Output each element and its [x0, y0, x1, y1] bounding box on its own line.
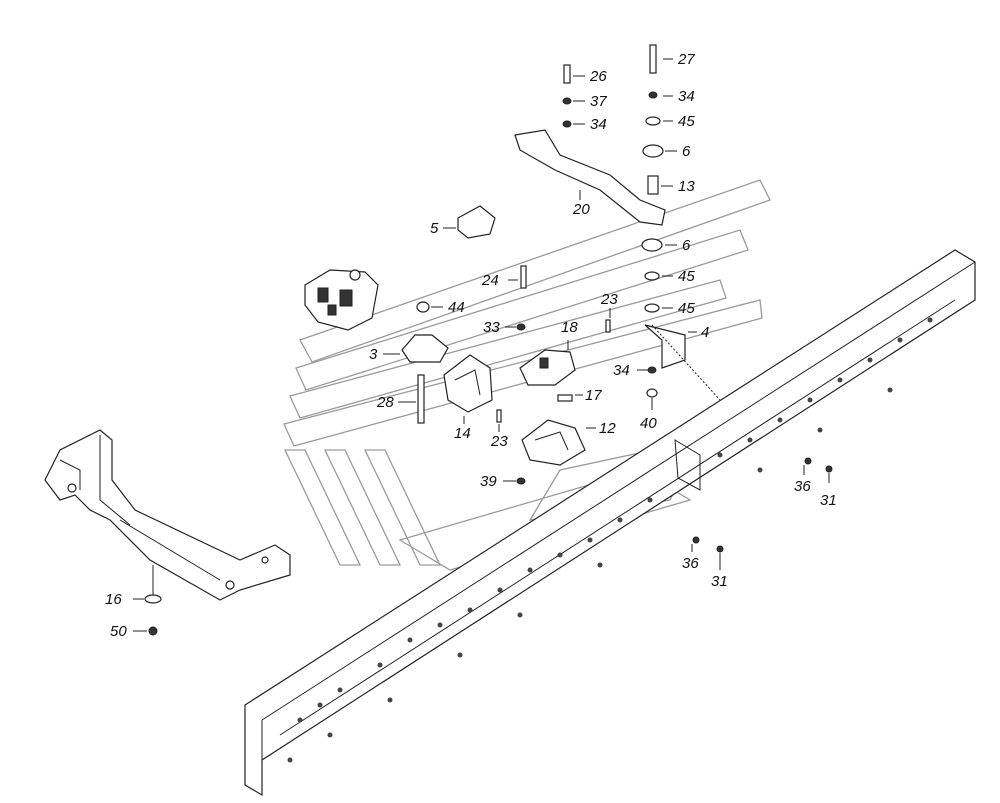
label-part-31: 31 — [711, 573, 728, 590]
label-part-23: 23 — [490, 433, 508, 450]
label-part-4: 4 — [701, 324, 709, 341]
label-part-36: 36 — [682, 555, 699, 572]
label-part-5: 5 — [430, 220, 439, 237]
label-part-31: 31 — [820, 492, 837, 509]
label-part-3: 3 — [369, 346, 378, 363]
label-part-17: 17 — [585, 387, 602, 404]
label-part-12: 12 — [599, 420, 616, 437]
bracket-part-12 — [521, 419, 586, 466]
bolt-stack-left — [562, 64, 572, 128]
leader-lines — [133, 58, 830, 632]
label-part-20: 20 — [572, 201, 590, 218]
label-part-34: 34 — [678, 88, 695, 105]
frame-rail — [244, 249, 976, 797]
label-part-28: 28 — [376, 394, 394, 411]
label-part-13: 13 — [678, 178, 695, 195]
bolt-part-28 — [417, 374, 425, 424]
frame-holes — [287, 317, 933, 763]
label-part-45: 45 — [678, 268, 695, 285]
label-part-44: 44 — [448, 299, 465, 316]
bolt-stack-right — [641, 44, 686, 398]
label-part-34: 34 — [613, 362, 630, 379]
nut-part-44 — [416, 301, 430, 313]
bolt-part-24 — [520, 265, 527, 289]
front-cross-member — [44, 429, 291, 601]
label-part-6: 6 — [682, 143, 691, 160]
strap-part-20 — [514, 129, 666, 226]
mount-part-3 — [401, 334, 449, 363]
bracket-part-14 — [443, 354, 493, 413]
bracket-part-5 — [457, 205, 496, 239]
part-number-labels: 27 26 37 34 34 45 6 13 20 5 6 24 45 23 4… — [105, 51, 837, 640]
label-part-24: 24 — [481, 272, 499, 289]
label-part-16: 16 — [105, 591, 122, 608]
label-part-18: 18 — [561, 319, 578, 336]
label-part-23: 23 — [600, 291, 618, 308]
label-part-45: 45 — [678, 300, 695, 317]
label-part-37: 37 — [590, 93, 607, 110]
label-part-45: 45 — [678, 113, 695, 130]
label-part-36: 36 — [794, 478, 811, 495]
label-part-6: 6 — [682, 237, 691, 254]
label-part-34: 34 — [590, 116, 607, 133]
label-part-14: 14 — [454, 425, 471, 442]
label-part-40: 40 — [640, 415, 657, 432]
label-part-39: 39 — [480, 473, 497, 490]
label-part-50: 50 — [110, 623, 127, 640]
label-part-26: 26 — [589, 68, 607, 85]
label-part-33: 33 — [483, 319, 500, 336]
bracket-assembly — [304, 269, 379, 331]
label-part-27: 27 — [677, 51, 695, 68]
